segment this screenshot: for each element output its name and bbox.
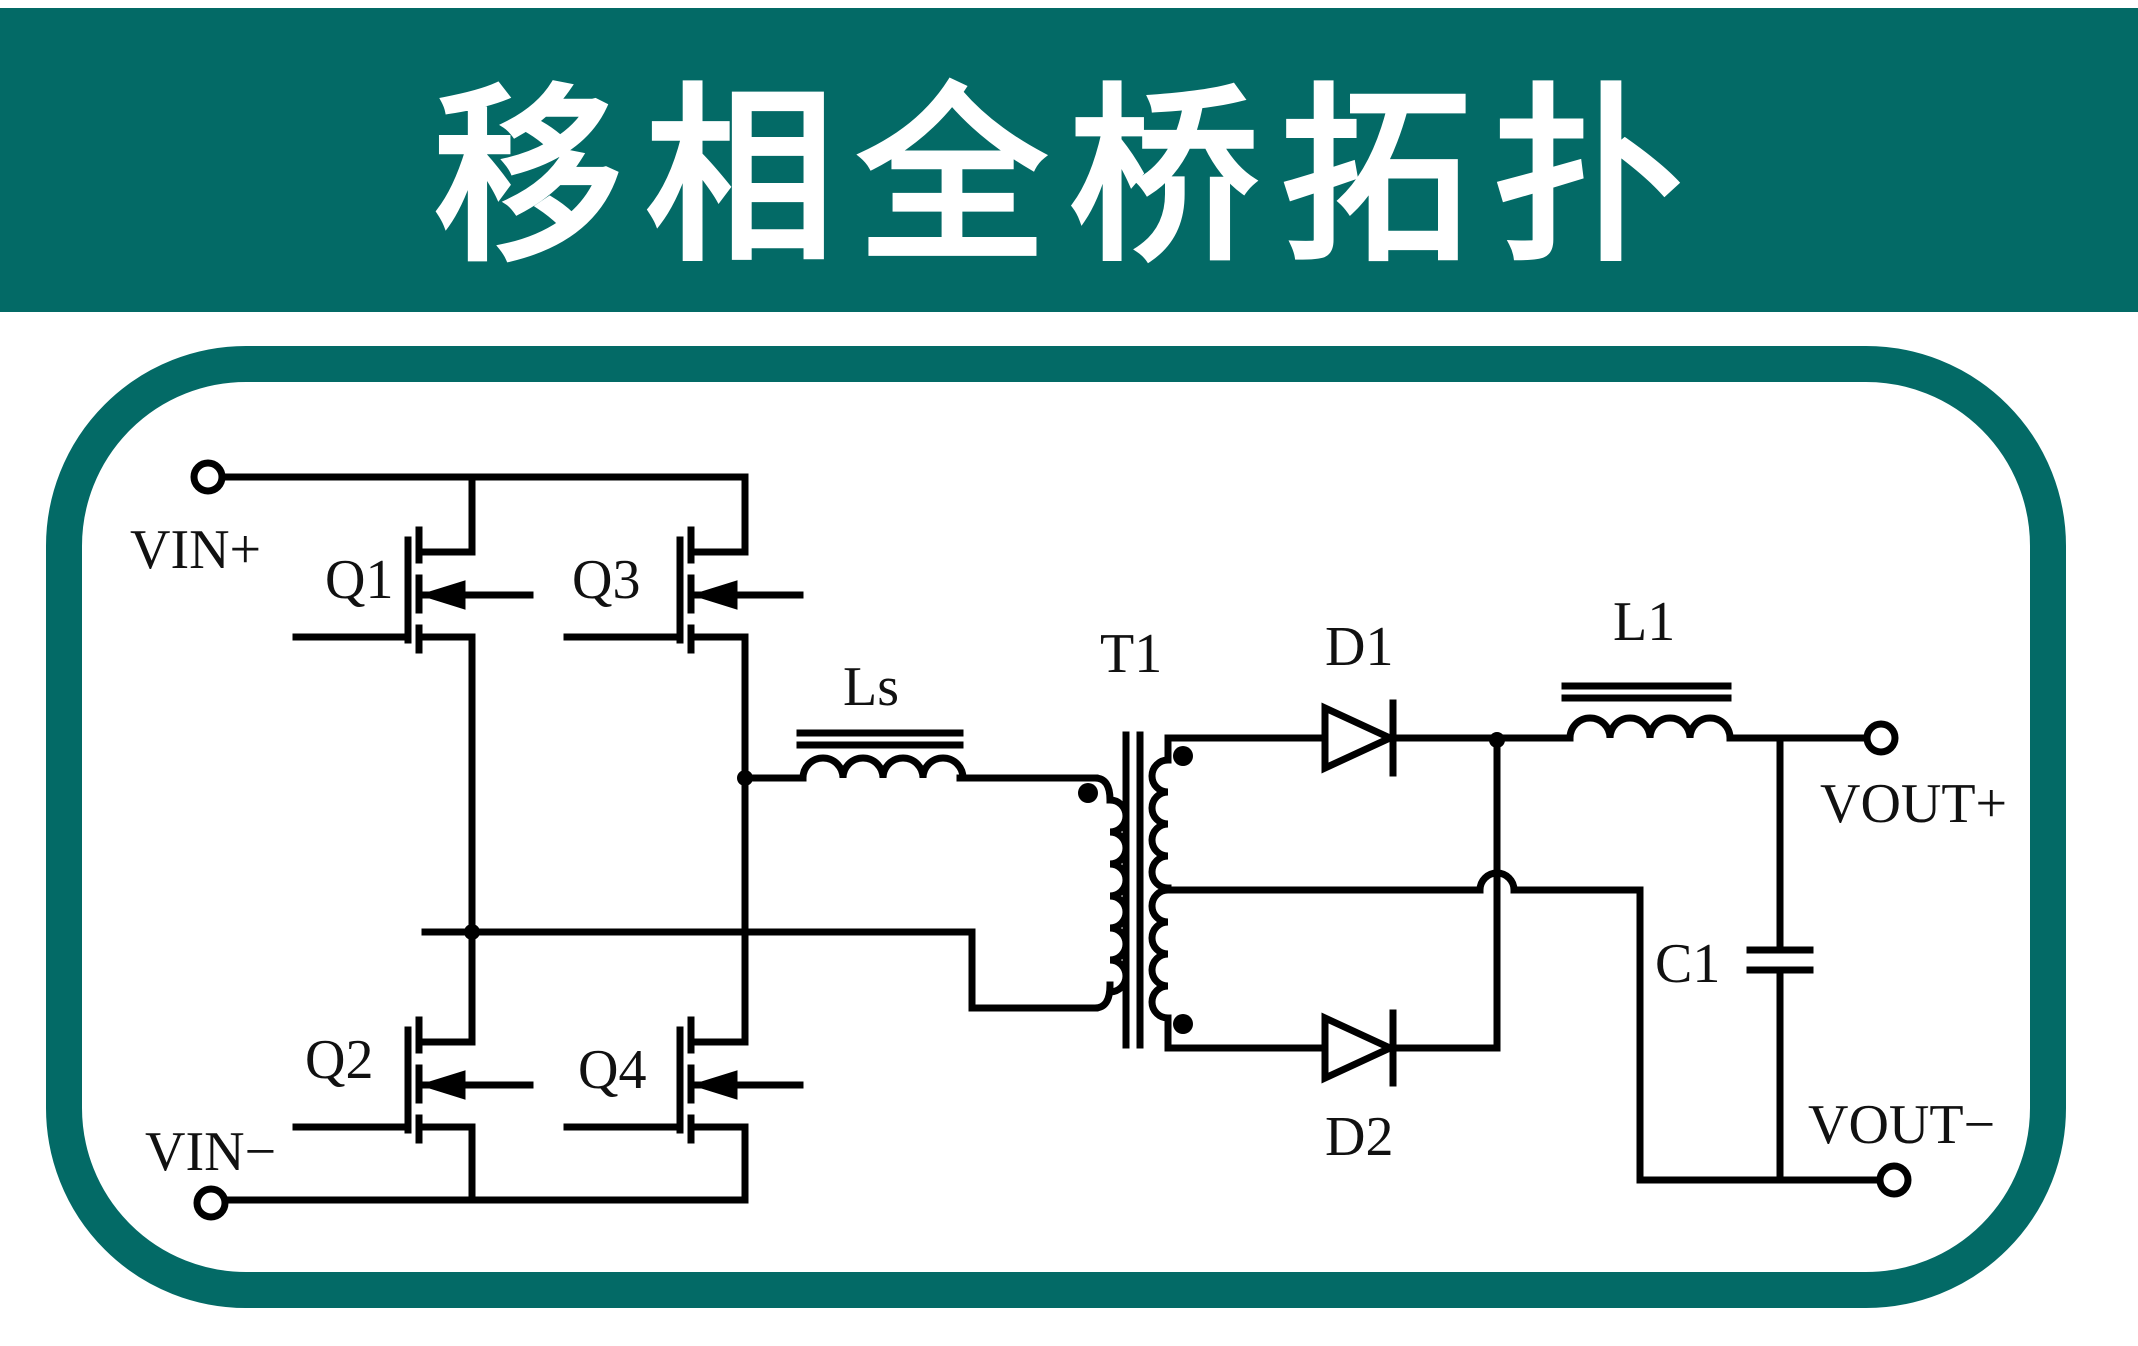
- q2-label: Q2: [305, 1029, 373, 1091]
- q3-label: Q3: [572, 549, 640, 611]
- vin-minus-rail: [193, 1123, 749, 1221]
- mosfet-q2: [292, 1016, 534, 1144]
- title-banner: [0, 8, 2138, 312]
- diode-d2: [1164, 734, 1501, 1087]
- left-leg-wires: [421, 633, 476, 1046]
- vin-plus-label: VIN+: [130, 519, 261, 581]
- diagram-frame: [46, 346, 2066, 1308]
- page-title: 移相全桥拓扑: [432, 64, 1705, 288]
- center-tap-wire: [1164, 869, 1912, 1198]
- vin-plus-rail: [190, 459, 749, 556]
- q1-label: Q1: [325, 549, 393, 611]
- capacitor-c1: [1746, 734, 1814, 1184]
- mosfet-q4: [563, 1016, 804, 1144]
- q4-label: Q4: [578, 1039, 646, 1101]
- vin-minus-label: VIN−: [145, 1121, 276, 1183]
- mosfet-q1: [292, 526, 534, 654]
- vout-minus-label: VOUT−: [1808, 1094, 1995, 1156]
- d2-label: D2: [1325, 1106, 1393, 1168]
- t1-label: T1: [1100, 623, 1162, 685]
- d1-label: D1: [1325, 616, 1393, 678]
- transformer-t1: [1106, 731, 1172, 1052]
- diode-d1: [1164, 699, 1574, 777]
- ls-label: Ls: [843, 656, 899, 718]
- l1-inductor: [1561, 682, 1899, 756]
- ls-inductor: [741, 729, 1114, 804]
- c1-label: C1: [1655, 933, 1720, 995]
- midpoint-b-wire: [421, 928, 1114, 1012]
- l1-label: L1: [1613, 591, 1675, 653]
- vout-plus-label: VOUT+: [1820, 773, 2007, 835]
- junction-dots: [464, 732, 1505, 1034]
- mosfet-q3: [563, 526, 804, 654]
